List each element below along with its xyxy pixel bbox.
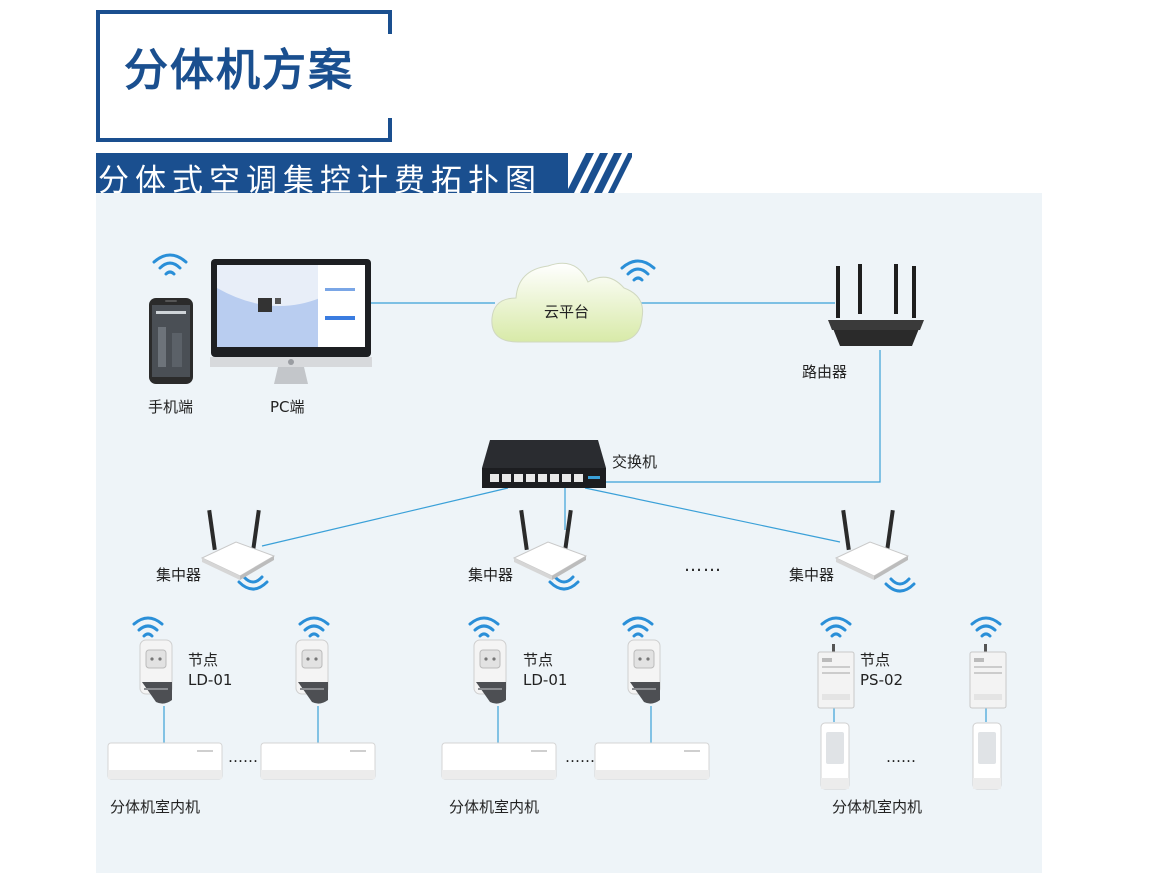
title-frame <box>96 10 392 142</box>
concentrator-ellipsis: …… <box>684 555 722 576</box>
ac-group-label-3: 分体机室内机 <box>832 798 923 816</box>
concentrator-label-3: 集中器 <box>789 566 835 584</box>
concentrator-icon <box>200 509 276 580</box>
title-frame-corner-top <box>388 10 392 34</box>
wifi-icon <box>132 616 164 638</box>
socket-node-icon <box>627 639 661 704</box>
module-node-icon <box>969 644 1007 709</box>
network-switch-icon <box>482 440 606 488</box>
wifi-icon <box>884 577 916 593</box>
socket-node-icon <box>295 639 329 704</box>
router-icon <box>828 264 924 346</box>
concentrator-icon <box>834 509 910 580</box>
concentrator-label-1: 集中器 <box>156 566 202 584</box>
title-frame-top <box>96 10 392 14</box>
split-ac-unit-icon <box>441 742 557 780</box>
node-label-1: 节点 LD-01 <box>188 650 232 690</box>
title-frame-corner-bottom <box>388 118 392 142</box>
node-type-text: 节点 <box>188 651 219 669</box>
pc-label: PC端 <box>270 398 305 416</box>
subtitle-banner <box>96 153 568 193</box>
wifi-icon <box>298 616 330 638</box>
ac-ellipsis-3: …… <box>886 748 916 766</box>
floor-ac-unit-icon <box>972 722 1002 790</box>
node-model-text: LD-01 <box>188 671 233 689</box>
ac-group-label-2: 分体机室内机 <box>449 798 540 816</box>
split-ac-unit-icon <box>594 742 710 780</box>
ac-group-label-1: 分体机室内机 <box>110 798 201 816</box>
pc-monitor-icon <box>210 259 372 384</box>
node-type-text: 节点 <box>860 651 891 669</box>
wifi-icon <box>152 253 188 276</box>
node-label-3: 节点 PS-02 <box>860 650 903 690</box>
wifi-icon <box>820 616 852 638</box>
socket-node-icon <box>139 639 173 704</box>
split-ac-unit-icon <box>107 742 223 780</box>
wifi-icon <box>468 616 500 638</box>
wifi-icon <box>970 616 1002 638</box>
page-title: 分体机方案 <box>124 45 354 96</box>
phone-label: 手机端 <box>148 398 194 416</box>
ac-ellipsis-1: …… <box>228 748 258 766</box>
wifi-icon <box>548 575 580 591</box>
smartphone-icon <box>149 298 193 384</box>
stripe-decoration <box>566 153 632 193</box>
module-node-icon <box>817 644 855 709</box>
node-label-2: 节点 LD-01 <box>523 650 567 690</box>
floor-ac-unit-icon <box>820 722 850 790</box>
split-ac-unit-icon <box>260 742 376 780</box>
ac-ellipsis-2: …… <box>565 748 595 766</box>
socket-node-icon <box>473 639 507 704</box>
concentrator-icon <box>512 509 588 580</box>
cloud-label: 云平台 <box>544 303 590 321</box>
wifi-icon <box>622 616 654 638</box>
switch-label: 交换机 <box>612 453 658 471</box>
node-type-text: 节点 <box>523 651 554 669</box>
node-model-text: PS-02 <box>860 671 904 689</box>
router-label: 路由器 <box>802 363 848 381</box>
node-model-text: LD-01 <box>523 671 568 689</box>
cloud-icon <box>491 262 644 343</box>
wifi-icon <box>620 259 656 282</box>
wifi-icon <box>237 575 269 591</box>
concentrator-label-2: 集中器 <box>468 566 514 584</box>
